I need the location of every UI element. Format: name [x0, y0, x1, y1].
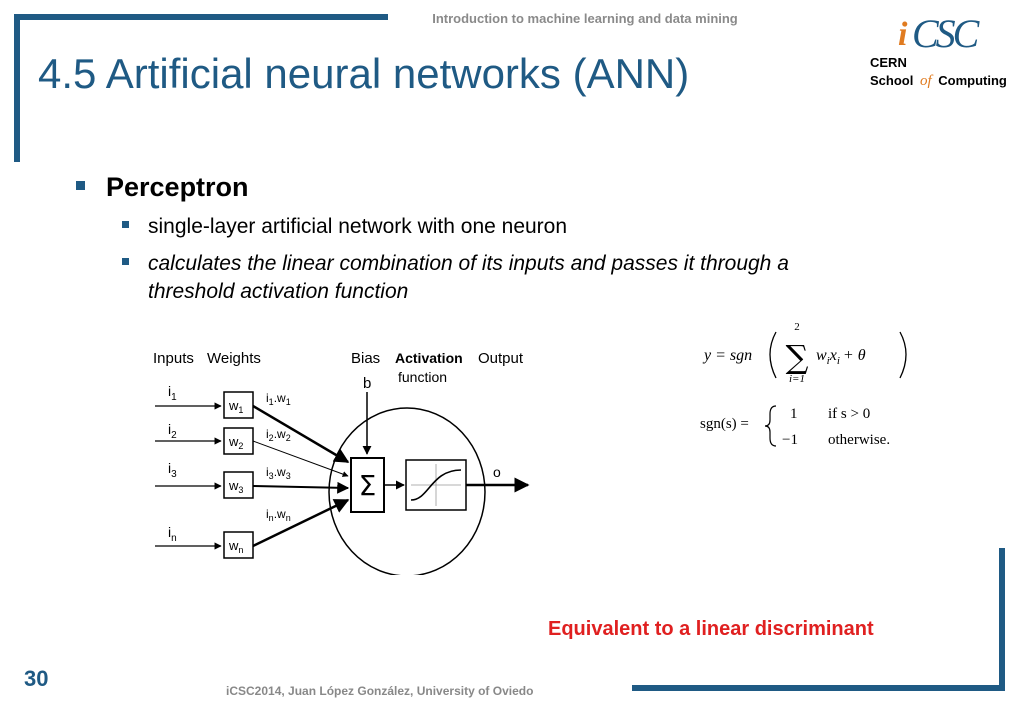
- svg-text:i3.w3: i3.w3: [266, 465, 291, 481]
- svg-text:i2: i2: [168, 421, 177, 441]
- logo-computing: Computing: [938, 73, 1007, 88]
- summation-box: [350, 457, 385, 513]
- function-label: function: [398, 369, 447, 385]
- sub-bullet-text: calculates the linear combination of its…: [148, 252, 789, 303]
- output-label: Output: [478, 350, 524, 367]
- svg-text:wn: wn: [228, 538, 243, 555]
- formula-lhs: y = sgn: [702, 347, 752, 364]
- summation-symbol: ∑: [786, 338, 809, 376]
- weight-box-3: [223, 471, 254, 499]
- case1-condition: if s > 0: [828, 406, 870, 422]
- icsc-logo: i CSC CERN School of Computing: [870, 11, 1007, 89]
- case2-condition: otherwise.: [828, 432, 890, 448]
- input-row-2: i2 w2 i2.w2: [155, 421, 349, 477]
- weight-box-2: [223, 427, 254, 455]
- neuron-circle: [328, 407, 486, 575]
- sgn-lhs: sgn(s) =: [700, 416, 749, 432]
- perceptron-formula: y = sgn 2 ∑ i=1 wixi+ θ sgn(s) = 1 if s …: [700, 321, 907, 448]
- weight-box-1: [223, 391, 254, 419]
- input-row-n: in wn in.wn: [155, 498, 350, 559]
- case-brace: [764, 405, 777, 447]
- logo-brand-csc: CSC: [912, 11, 981, 56]
- svg-text:i1.w1: i1.w1: [266, 391, 291, 407]
- output-symbol: o: [493, 464, 501, 480]
- frame-bottom-bar: [632, 685, 1005, 691]
- perceptron-diagram: Inputs Weights Bias Activation function …: [153, 350, 530, 575]
- footer-credit: iCSC2014, Juan López González, Universit…: [226, 684, 534, 698]
- svg-text:wixi+ θ: wixi+ θ: [816, 347, 866, 367]
- svg-text:School of Computing: School of Computing: [870, 73, 1007, 89]
- weights-label: Weights: [207, 350, 261, 367]
- sigmoid-curve: [410, 469, 462, 501]
- svg-text:w2: w2: [228, 434, 243, 451]
- inputs-label: Inputs: [153, 350, 194, 367]
- logo-line1: CERN: [870, 55, 907, 70]
- svg-text:w3: w3: [228, 478, 243, 495]
- bullet-square-icon: [76, 181, 85, 190]
- course-header: Introduction to machine learning and dat…: [432, 11, 738, 26]
- input-row-3: i3 w3 i3.w3: [155, 460, 350, 499]
- svg-text:in: in: [168, 524, 177, 544]
- logo-brand-i: i: [898, 16, 908, 53]
- svg-text:i2.w2: i2.w2: [266, 427, 291, 443]
- activation-label: Activation: [395, 350, 463, 366]
- svg-text:w1: w1: [228, 398, 243, 415]
- bullet-text: Perceptron: [106, 172, 249, 202]
- conclusion-text: Equivalent to a linear discriminant: [548, 618, 874, 640]
- bias-symbol: b: [363, 375, 371, 392]
- sum-upper: 2: [794, 321, 800, 333]
- svg-text:i1: i1: [168, 383, 177, 403]
- case2-value: −1: [782, 432, 798, 448]
- logo-of: of: [920, 73, 934, 89]
- bullet-square-icon: [122, 258, 129, 265]
- frame-left-bar: [14, 14, 20, 162]
- slide-title: 4.5 Artificial neural networks (ANN): [38, 50, 690, 97]
- logo-school: School: [870, 73, 913, 88]
- sub-bullet-text: single-layer artificial network with one…: [148, 215, 568, 238]
- bullet-square-icon: [122, 221, 129, 228]
- left-paren: [769, 331, 777, 379]
- input-row-1: i1 w1 i1.w1: [155, 383, 350, 464]
- frame-right-bar: [999, 548, 1005, 691]
- sum-symbol: Σ: [359, 469, 377, 502]
- page-number: 30: [24, 666, 49, 691]
- case1-value: 1: [790, 406, 798, 422]
- svg-text:in.wn: in.wn: [266, 507, 291, 523]
- svg-text:i3: i3: [168, 460, 177, 480]
- frame-top-bar: [14, 14, 388, 20]
- right-paren: [899, 331, 907, 379]
- sum-lower: i=1: [789, 373, 805, 385]
- bias-label: Bias: [351, 350, 380, 367]
